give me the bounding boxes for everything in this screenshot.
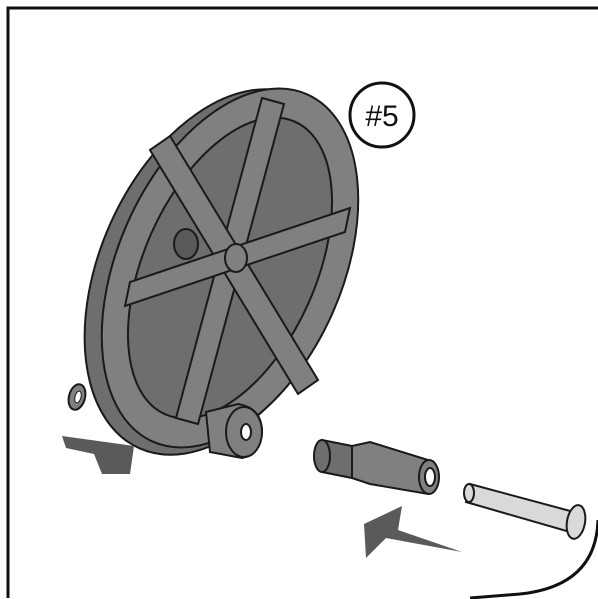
axle-pin-end <box>464 484 474 502</box>
step-badge: #5 <box>350 83 414 147</box>
wheel-boss-hole <box>241 424 251 440</box>
washer <box>66 382 88 411</box>
axle-pin-head <box>564 504 588 541</box>
wheel-hub <box>225 244 247 272</box>
axle-pin-shaft <box>466 484 574 532</box>
left-arrow <box>62 436 134 474</box>
spacer-body <box>352 442 428 494</box>
step-badge-label: #5 <box>365 100 398 133</box>
spacer-bore <box>425 468 435 486</box>
wheel-boss <box>206 404 262 458</box>
axle-pin <box>464 484 588 540</box>
spacer-small-cap <box>314 440 330 472</box>
center-arrow <box>364 506 462 558</box>
wheel-hub-back <box>174 229 198 259</box>
spacer-sleeve <box>314 440 439 494</box>
